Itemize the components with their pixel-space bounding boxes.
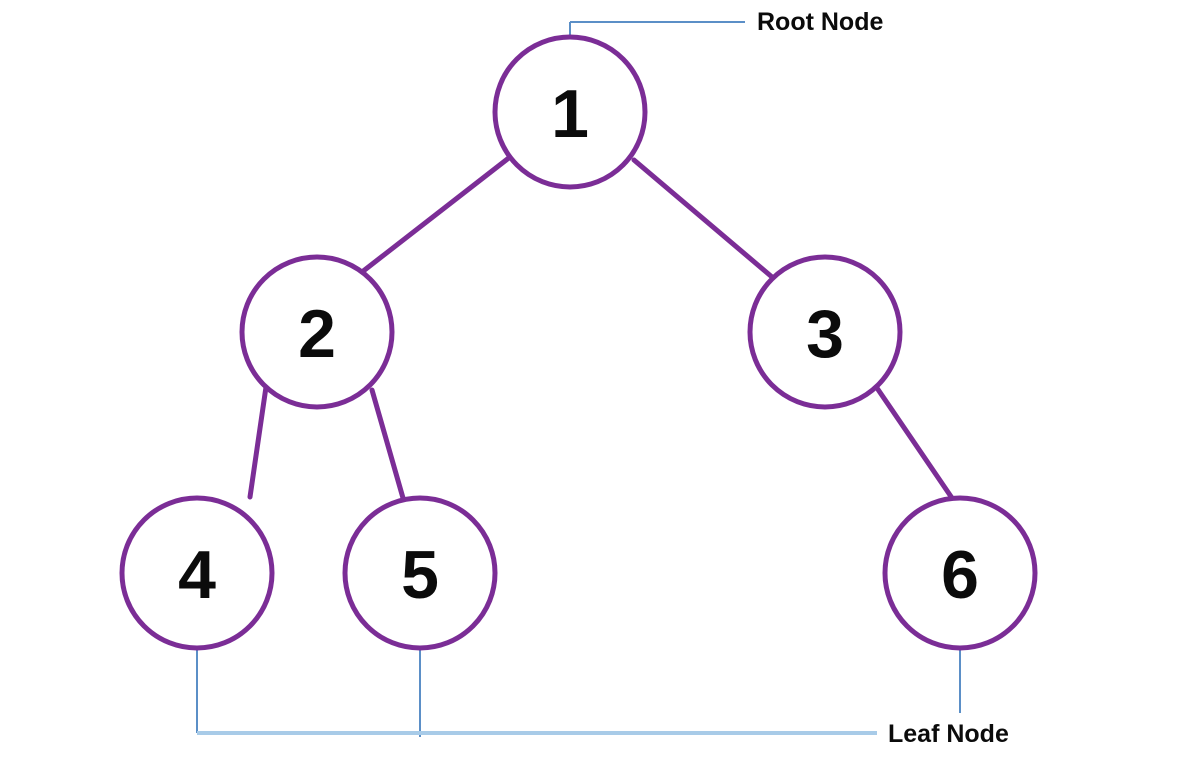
node-label-2: 2 xyxy=(298,296,336,372)
leaf-node-annotation-label: Leaf Node xyxy=(888,720,1009,748)
annotation-labels: Root Node Leaf Node xyxy=(757,8,1009,748)
node-circle-6[interactable] xyxy=(882,495,1038,651)
edge-node1-node3 xyxy=(631,157,775,280)
tree-nodes: 1 2 3 4 5 6 xyxy=(119,34,1038,651)
node-label-5: 5 xyxy=(401,537,439,613)
node-label-1: 1 xyxy=(551,76,589,152)
tree-node-1[interactable]: 1 xyxy=(492,34,648,190)
node-circle-4[interactable] xyxy=(119,495,275,651)
edge-node2-node4 xyxy=(247,384,269,500)
node-circle-2[interactable] xyxy=(239,254,395,410)
root-node-annotation-label: Root Node xyxy=(757,8,883,36)
node-circle-3[interactable] xyxy=(747,254,903,410)
node-circle-5[interactable] xyxy=(342,495,498,651)
node-label-3: 3 xyxy=(806,296,844,372)
node-circle-1[interactable] xyxy=(492,34,648,190)
edge-node3-node6 xyxy=(874,385,955,501)
edge-node1-node2 xyxy=(359,154,513,275)
tree-node-2[interactable]: 2 xyxy=(239,254,395,410)
tree-node-6[interactable]: 6 xyxy=(882,495,1038,651)
tree-node-4[interactable]: 4 xyxy=(119,495,275,651)
edge-node2-node5 xyxy=(369,387,406,501)
tree-node-3[interactable]: 3 xyxy=(747,254,903,410)
tree-edges xyxy=(247,154,955,501)
node-label-6: 6 xyxy=(941,537,979,613)
tree-node-5[interactable]: 5 xyxy=(342,495,498,651)
annotation-leader-lines xyxy=(196,21,961,737)
node-label-4: 4 xyxy=(178,537,216,613)
